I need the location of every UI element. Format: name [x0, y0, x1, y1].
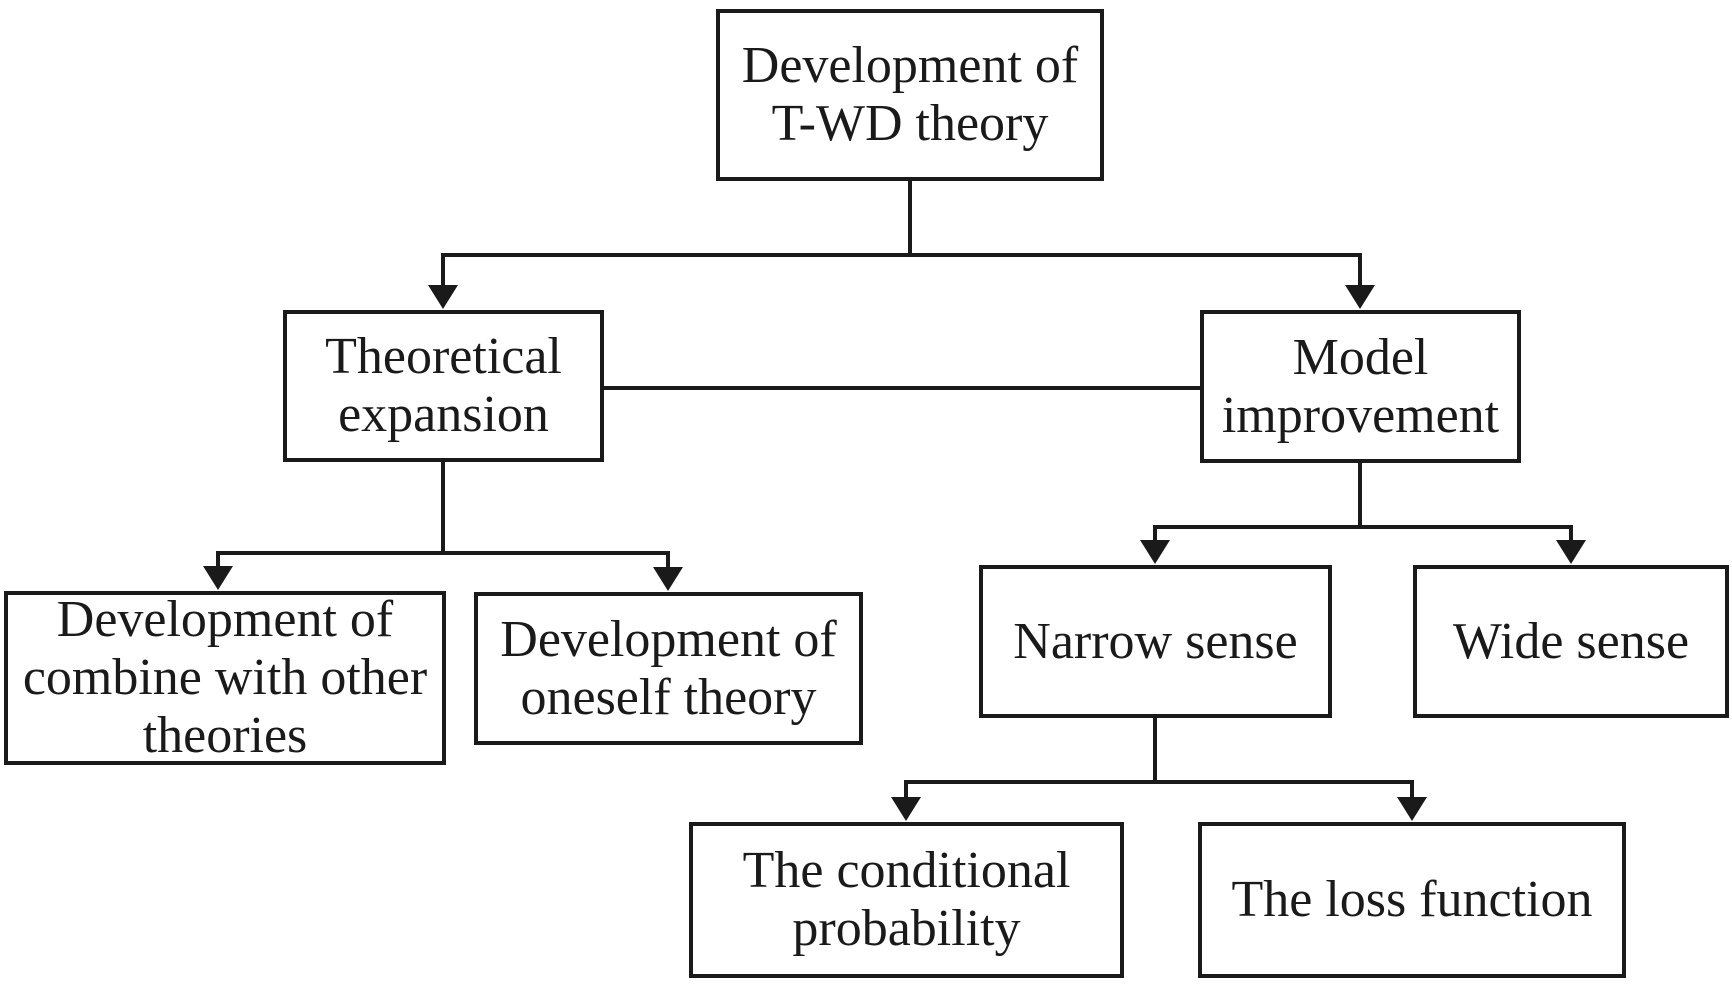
node-label-line: oneself theory — [520, 668, 817, 726]
node-label-line: Development of — [741, 37, 1079, 94]
node-development-of-t-wd-theory: Development of T-WD theory — [716, 9, 1104, 181]
node-label-line: The conditional — [742, 842, 1071, 899]
arrowhead-loss-function — [1397, 797, 1427, 821]
node-model-improvement: Model improvement — [1200, 310, 1521, 463]
node-label-line: Model — [1292, 328, 1429, 386]
arrowhead-narrow-sense — [1140, 540, 1170, 564]
node-label-line: Wide sense — [1452, 612, 1690, 670]
arrowhead-conditional-probability — [891, 797, 921, 821]
node-label-line: theories — [142, 707, 308, 764]
node-label-line: improvement — [1221, 386, 1500, 444]
node-the-conditional-probability: The conditional probability — [689, 822, 1124, 978]
node-label-line: Theoretical — [325, 328, 562, 385]
node-narrow-sense: Narrow sense — [979, 565, 1332, 718]
node-label-line: T-WD theory — [771, 95, 1049, 152]
arrowhead-oneself-theory — [653, 567, 683, 591]
arrowhead-wide-sense — [1556, 540, 1586, 564]
node-development-of-oneself-theory: Development of oneself theory — [474, 592, 863, 745]
node-label-line: Development of — [56, 591, 394, 648]
arrowhead-theoretical-expansion — [428, 285, 458, 309]
node-theoretical-expansion: Theoretical expansion — [283, 310, 604, 462]
node-label-line: probability — [792, 900, 1021, 957]
node-wide-sense: Wide sense — [1413, 565, 1729, 718]
node-label-line: combine with other — [22, 649, 428, 706]
node-label-line: Development of — [500, 610, 837, 668]
node-label-line: expansion — [338, 386, 549, 443]
node-the-loss-function: The loss function — [1198, 822, 1626, 978]
node-label-line: Narrow sense — [1013, 612, 1298, 670]
arrowhead-model-improvement — [1345, 285, 1375, 309]
node-development-of-combine-with-other-theories: Development of combine with other theori… — [4, 591, 446, 765]
arrowhead-combine-with-other-theories — [203, 566, 233, 590]
node-label-line: The loss function — [1231, 871, 1593, 928]
